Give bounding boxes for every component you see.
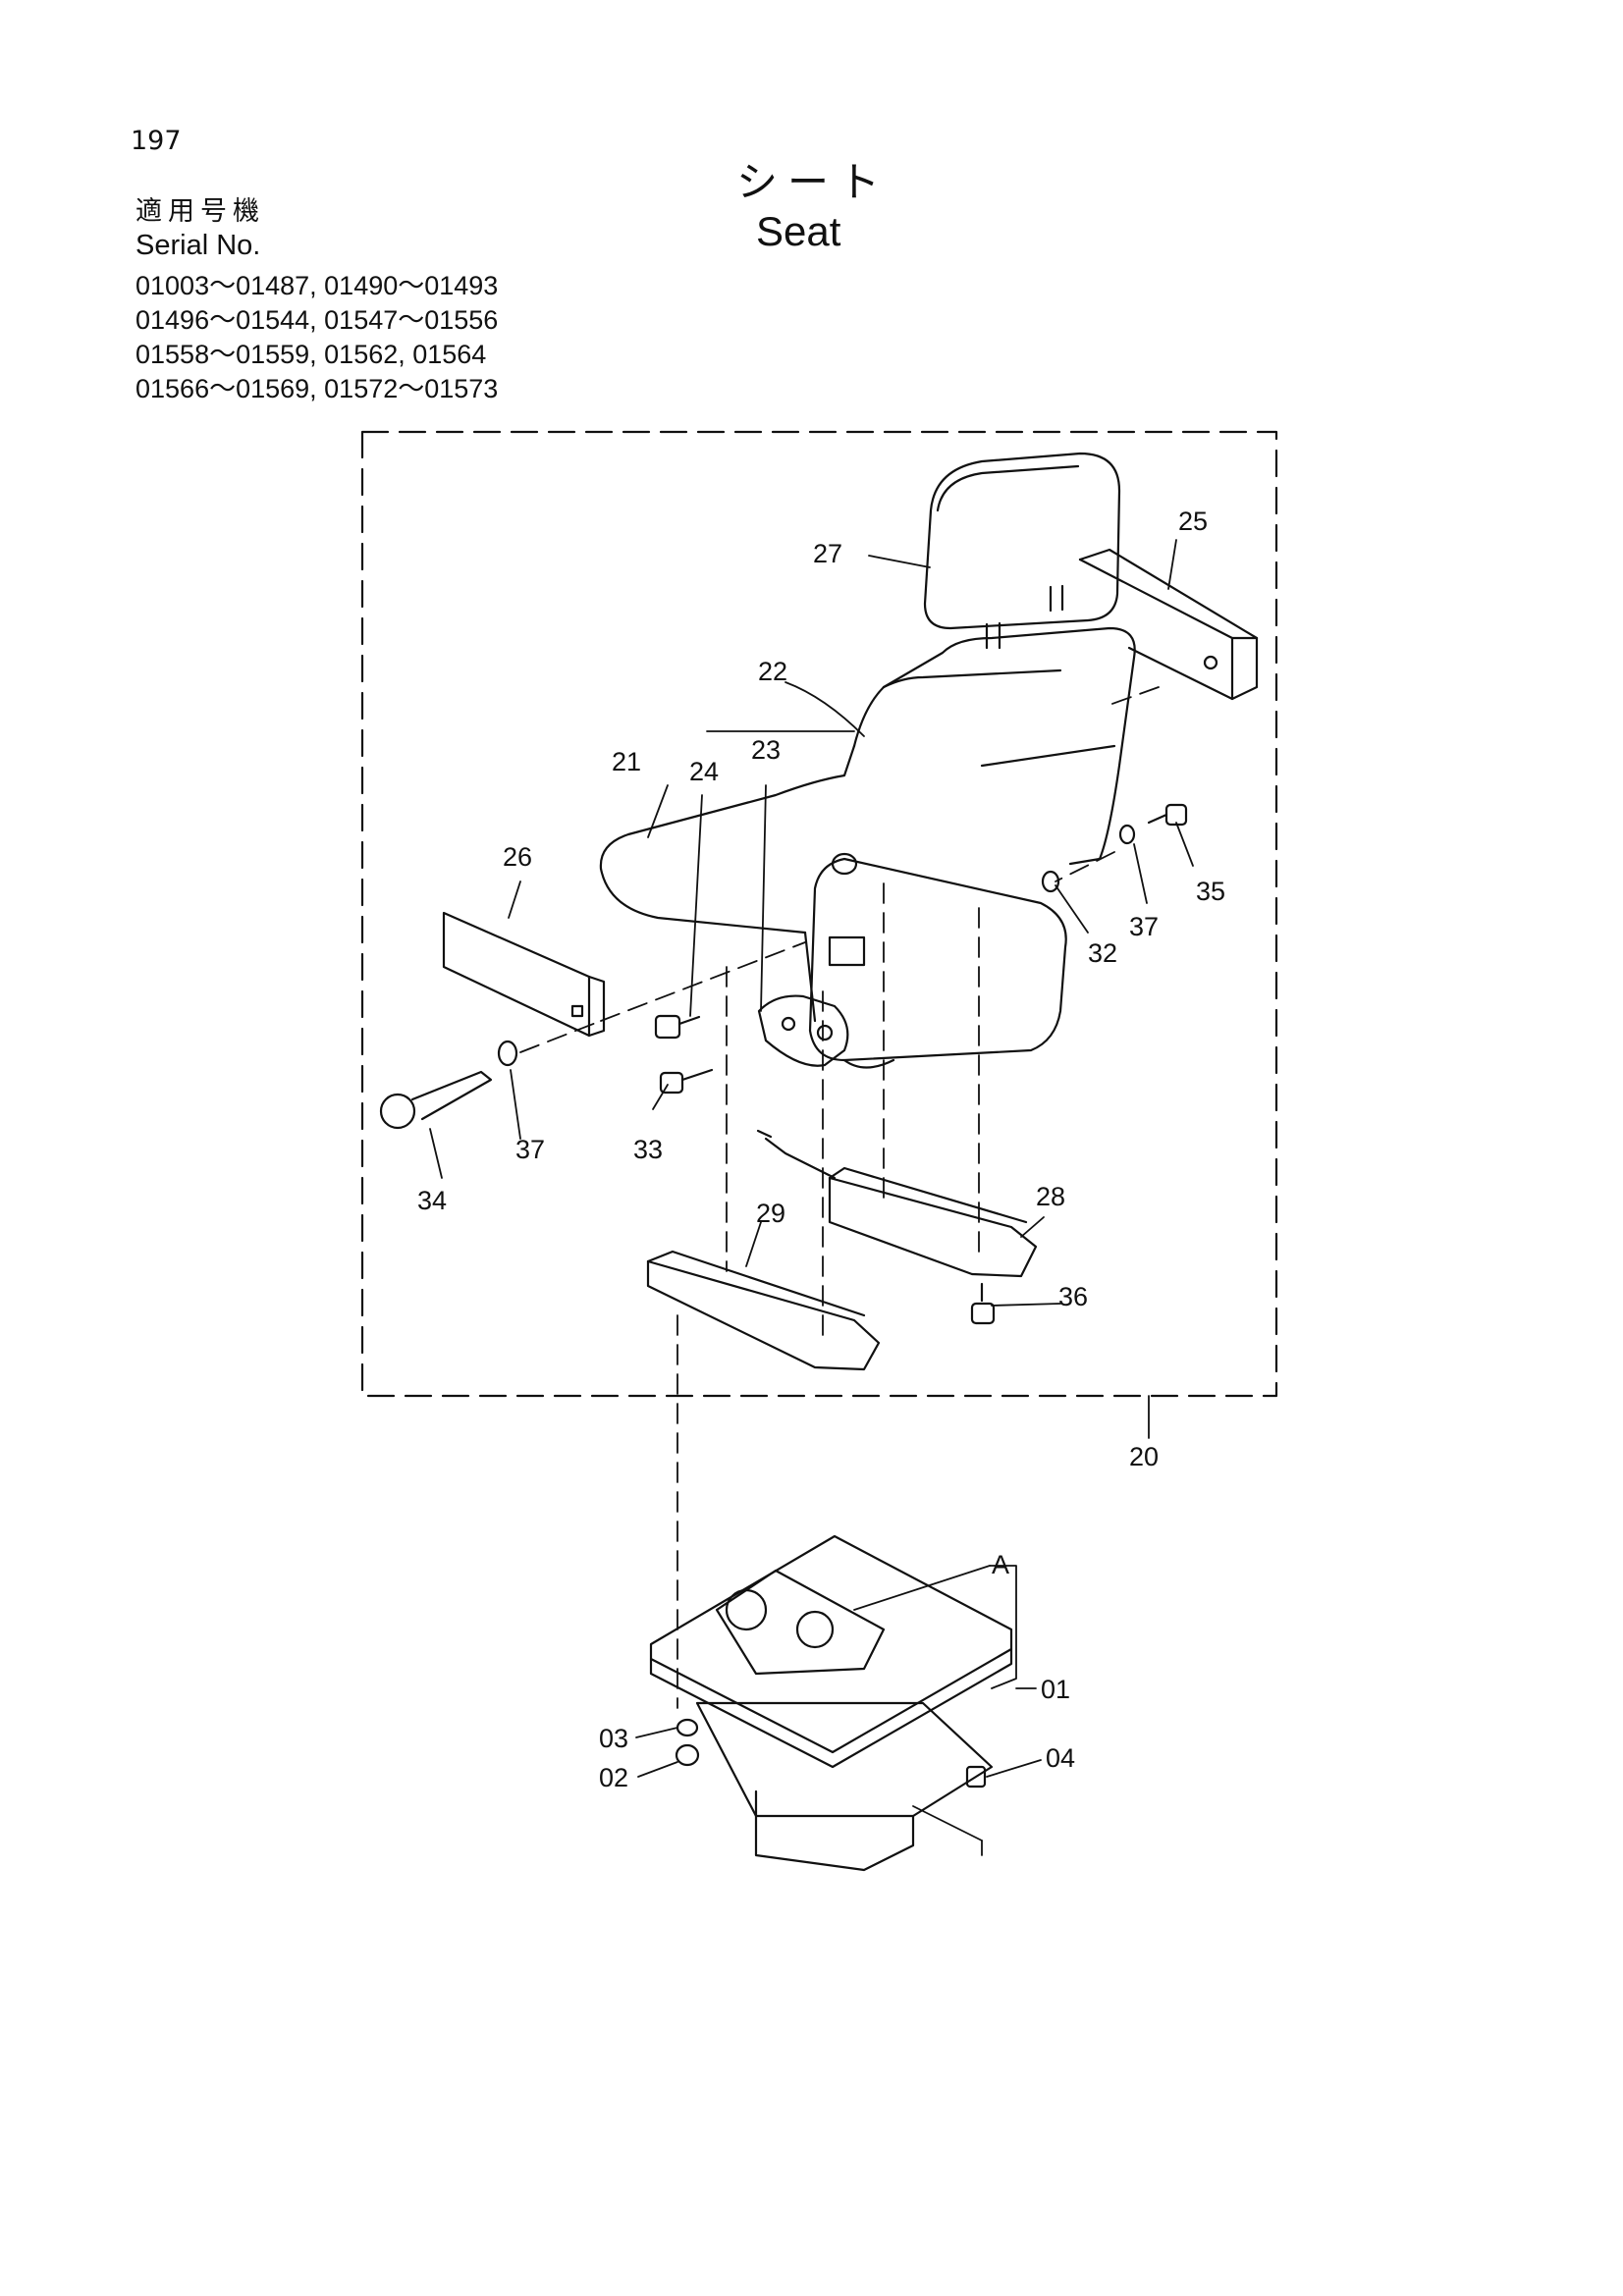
callout-21: 21 [612,747,641,776]
page-number: 197 [131,126,182,156]
leader-lines [429,539,1194,1856]
serial-number-block: 適用号機 Serial No. 01003～01487, 01490～01493… [135,194,498,406]
callout-22: 22 [758,657,787,686]
bolt-part [379,1040,518,1130]
serial-label-japanese: 適用号機 [135,196,265,226]
callout-37: 37 [515,1135,545,1164]
callout-25: 25 [1178,507,1208,536]
armrest-part [442,911,606,1038]
callout-03: 03 [599,1724,628,1753]
suspension-base-part [649,1534,1013,1872]
callout-02: 02 [599,1763,628,1792]
callout-04: 04 [1046,1743,1075,1773]
serial-range: 01003～01487, 01490～01493 [135,271,499,300]
serial-label: Serial No. [135,230,261,261]
callout-34: 34 [417,1186,447,1215]
callout-28: 28 [1036,1182,1065,1211]
headrest-part [923,452,1121,650]
callout-36: 36 [1058,1282,1088,1311]
serial-range: 01558～01559, 01562, 01564 [135,340,487,369]
bolts-small [654,803,1188,1095]
serial-range: 01566～01569, 01572～01573 [135,374,499,403]
assembly-boundary [360,430,1278,1398]
callout-27: 27 [813,539,842,568]
callout-33: 33 [633,1135,663,1164]
seat-body-part [599,626,1136,1069]
serial-range: 01496～01544, 01547～01556 [135,305,499,335]
side-panel-part [1078,548,1259,701]
callout-26: 26 [503,842,532,872]
callout-24: 24 [689,757,719,786]
recliner-part [757,994,849,1067]
callout-35: 35 [1196,877,1225,906]
page-title-japanese: シート [736,158,891,206]
page-title: Seat [756,208,841,254]
alignment-lines [519,686,1160,1709]
callout-a: A [992,1550,1009,1579]
callout-32: 32 [1088,938,1117,968]
callout-20: 20 [1129,1442,1159,1471]
callout-29: 29 [756,1199,785,1228]
callout-37: 37 [1129,912,1159,941]
callout-01: 01 [1041,1675,1070,1704]
slide-rails [646,1129,1038,1371]
callout-23: 23 [751,735,781,765]
